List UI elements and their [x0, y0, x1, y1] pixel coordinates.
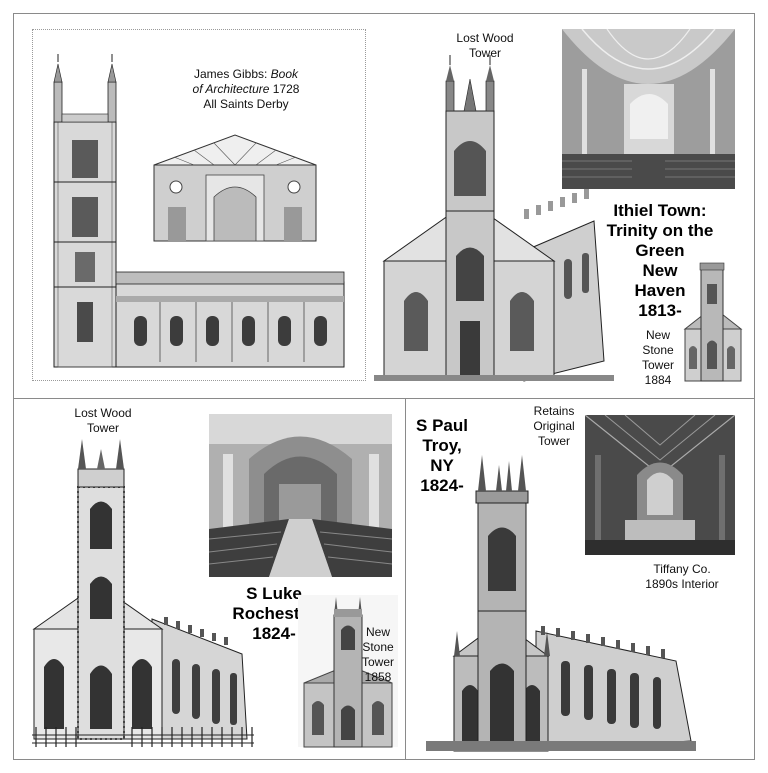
- trinity-title: Ithiel Town: Trinity on the Green New Ha…: [606, 201, 714, 320]
- luke-title: S Luke Rochester 1824-: [232, 584, 316, 643]
- trinity-church-engraving: [374, 55, 614, 382]
- panel-trinity: Lost Wood Tower: [374, 14, 754, 398]
- panel-paul: S Paul Troy, NY 1824- Retains Original T…: [406, 399, 754, 759]
- panel-luke: Lost Wood Tower: [14, 399, 405, 759]
- paul-top-caption: Retains Original Tower: [533, 404, 575, 448]
- all-saints-section: [153, 134, 317, 242]
- engraving-frame: [32, 29, 366, 381]
- outer-frame: [13, 13, 755, 760]
- luke-top-caption: Lost Wood Tower: [74, 406, 132, 435]
- paul-interior-photo: [585, 415, 735, 555]
- panel-gibbs: James Gibbs: Book of Architecture 1728 A…: [14, 14, 384, 398]
- paul-church-engraving: [426, 455, 696, 752]
- trinity-side-caption: New Stone Tower 1884: [641, 328, 674, 387]
- trinity-interior-photo: [562, 29, 735, 189]
- vertical-divider-bottom: [405, 398, 406, 760]
- luke-stone-tower-image: [298, 595, 398, 748]
- trinity-top-caption: Lost Wood Tower: [456, 31, 514, 60]
- trinity-stone-tower-image: [683, 262, 743, 382]
- all-saints-elevation: [53, 54, 345, 368]
- gibbs-caption: James Gibbs: Book of Architecture 1728 A…: [192, 67, 300, 111]
- luke-side-caption: New Stone Tower 1858: [361, 625, 394, 684]
- luke-church-engraving: [32, 439, 254, 747]
- luke-interior-photo: [209, 414, 392, 577]
- paul-title: S Paul Troy, NY 1824-: [416, 416, 468, 495]
- horizontal-divider: [13, 398, 755, 399]
- paul-side-caption: Tiffany Co. 1890s Interior: [645, 562, 719, 591]
